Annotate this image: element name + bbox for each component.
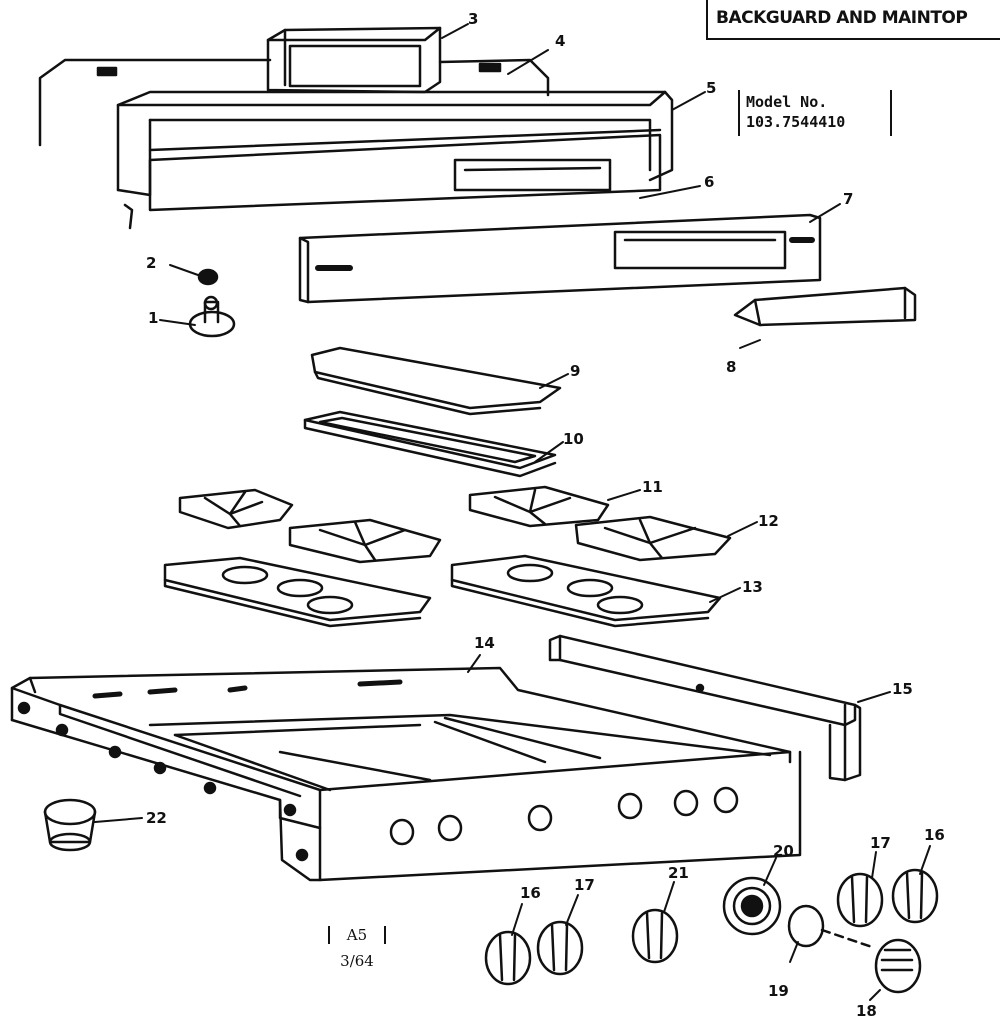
knob-16-left	[484, 930, 532, 986]
knob-16-right	[891, 868, 939, 924]
part-10-frame	[303, 410, 557, 478]
callout-6: 6	[704, 173, 714, 191]
part-4-back-panel	[38, 58, 550, 147]
callout-16-right: 16	[924, 826, 945, 844]
callout-10: 10	[563, 430, 584, 448]
model-label: Model No.	[746, 93, 828, 111]
ring-19	[787, 904, 825, 948]
page-code: A5	[328, 926, 386, 944]
knob-21	[631, 908, 679, 964]
part-13-burner-tray-right	[450, 554, 722, 628]
part-14-maintop	[10, 666, 802, 882]
callout-15: 15	[892, 680, 913, 698]
callout-1: 1	[148, 309, 158, 327]
callout-2: 2	[146, 254, 156, 272]
part-6-panel	[148, 133, 662, 212]
callout-7: 7	[843, 190, 853, 208]
part-11-grate-right	[468, 485, 732, 562]
callout-18: 18	[856, 1002, 877, 1020]
part-15-side-trim	[548, 634, 862, 782]
callout-17-left: 17	[574, 876, 595, 894]
part-1-valve	[188, 295, 236, 338]
callout-labels: 3 4 5 6 7 8 2 1 9 10 11 12 13 14 15 22 1…	[146, 10, 945, 1020]
part-8-rail	[733, 286, 917, 327]
part-22-cup	[43, 798, 97, 852]
part-5-backguard-frame	[116, 90, 674, 230]
model-number: 103.7544410	[746, 113, 846, 131]
callout-20: 20	[773, 842, 794, 860]
callout-19: 19	[768, 982, 789, 1000]
part-13-burner-tray-left	[163, 556, 432, 628]
callout-4: 4	[555, 32, 565, 50]
diagram-title: BACKGUARD AND MAINTOP	[706, 0, 1000, 40]
callout-14: 14	[474, 634, 495, 652]
knob-17-left	[536, 920, 584, 976]
model-number-box: Model No. 103.7544410	[738, 90, 892, 136]
part-11-grate-left	[178, 488, 442, 564]
part-3-clock-housing	[266, 26, 442, 94]
part-2-cap	[197, 268, 219, 286]
dashed-assembly-line	[820, 928, 877, 950]
knob-18	[874, 938, 922, 994]
callout-16-left: 16	[520, 884, 541, 902]
callout-21: 21	[668, 864, 689, 882]
callout-22: 22	[146, 809, 167, 827]
callout-3: 3	[468, 10, 478, 28]
callout-arrows	[94, 23, 931, 1001]
page-code-box: A5 3/64	[328, 926, 386, 970]
callout-11: 11	[642, 478, 663, 496]
callout-5: 5	[706, 79, 716, 97]
callout-9: 9	[570, 362, 580, 380]
callout-13: 13	[742, 578, 763, 596]
callout-12: 12	[758, 512, 779, 530]
knob-17-right	[836, 872, 884, 928]
part-9-cover	[310, 346, 562, 416]
callout-17-right: 17	[870, 834, 891, 852]
callout-8: 8	[726, 358, 736, 376]
part-7-control-panel	[298, 213, 822, 304]
date-code: 3/64	[340, 952, 374, 970]
bezel-20	[722, 876, 782, 936]
